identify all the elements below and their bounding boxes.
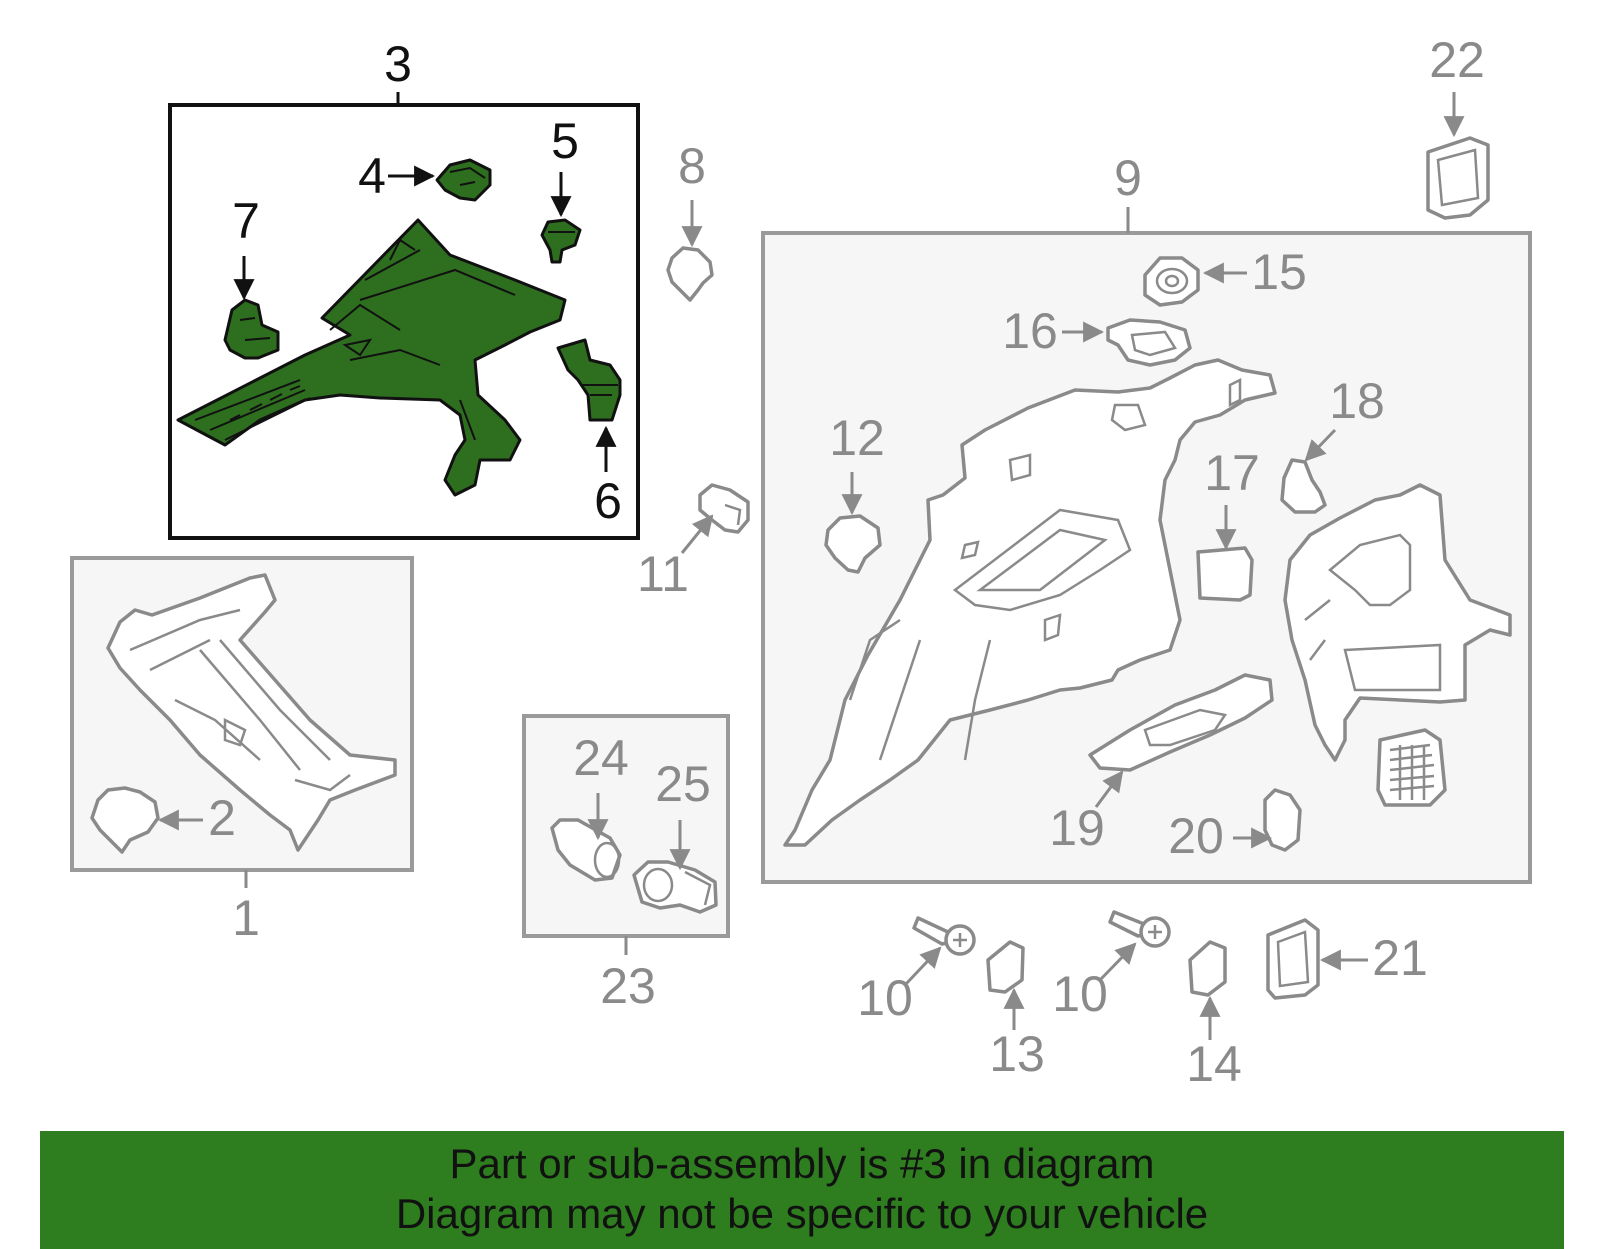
callout-22: 22 <box>1429 32 1485 88</box>
part-6-bracket[interactable] <box>556 338 622 422</box>
part-16-bracket[interactable] <box>1106 318 1192 367</box>
part-22-cover[interactable] <box>1426 136 1490 220</box>
part-17-cover[interactable] <box>1196 546 1254 602</box>
callout-23: 23 <box>600 958 656 1014</box>
callout-24: 24 <box>573 730 629 786</box>
assembly-23-group[interactable]: 24 25 23 <box>522 714 730 1014</box>
part-21-cover[interactable] <box>1266 918 1320 1000</box>
callout-7: 7 <box>232 193 260 249</box>
part-4-clip[interactable] <box>435 158 492 202</box>
callout-5: 5 <box>551 113 579 169</box>
part-19-tray[interactable] <box>1088 673 1274 772</box>
part-12-grommet[interactable] <box>824 514 882 574</box>
callout-18: 18 <box>1329 373 1385 429</box>
callout-16: 16 <box>1002 303 1058 359</box>
part-18-clip[interactable] <box>1280 458 1327 514</box>
callout-8: 8 <box>678 138 706 194</box>
rear-wheelhouse-panel-highlighted[interactable] <box>176 218 567 497</box>
callout-19: 19 <box>1049 800 1105 856</box>
callout-20: 20 <box>1168 808 1224 864</box>
right-side-trim[interactable] <box>1283 483 1512 762</box>
part-10-screw-a[interactable] <box>912 916 976 956</box>
callout-1: 1 <box>232 890 260 946</box>
callout-12: 12 <box>829 410 885 466</box>
part-14-plug[interactable] <box>1188 940 1227 997</box>
callout-10-b: 10 <box>1052 966 1108 1022</box>
callout-11: 11 <box>637 546 689 602</box>
assembly-1-group[interactable]: 2 1 <box>70 556 414 946</box>
part-7-bracket[interactable] <box>223 298 280 360</box>
callout-13: 13 <box>989 1026 1045 1082</box>
part-11-retainer[interactable] <box>698 483 750 534</box>
callout-10-a: 10 <box>857 970 913 1026</box>
vent-grille[interactable] <box>1376 728 1447 807</box>
assembly-9-group[interactable]: 9 15 16 12 <box>761 150 1532 884</box>
part-10-screw-b[interactable] <box>1108 910 1171 948</box>
callout-25: 25 <box>655 756 711 812</box>
callout-3: 3 <box>384 36 412 92</box>
info-banner: Part or sub-assembly is #3 in diagram Di… <box>40 1131 1564 1249</box>
part-9-quarter-trim-panel[interactable] <box>783 358 1277 847</box>
callout-14: 14 <box>1186 1036 1242 1092</box>
part-2-grommet[interactable] <box>90 786 160 854</box>
assembly-3-group[interactable]: 3 4 5 7 <box>168 36 640 540</box>
banner-line-2: Diagram may not be specific to your vehi… <box>395 1190 1209 1237</box>
callout-17: 17 <box>1204 445 1260 501</box>
part-1-frame[interactable] <box>106 573 397 852</box>
callout-2: 2 <box>208 790 236 846</box>
part-8-clip[interactable] <box>666 246 714 302</box>
part-15-speaker[interactable] <box>1143 256 1200 307</box>
part-25-cap[interactable] <box>632 860 718 914</box>
part-5-push-pin[interactable] <box>540 218 582 264</box>
banner-line-1: Part or sub-assembly is #3 in diagram <box>449 1140 1155 1187</box>
part-20-clip[interactable] <box>1263 788 1302 852</box>
callout-4: 4 <box>358 148 386 204</box>
callout-9: 9 <box>1114 150 1142 206</box>
callout-15: 15 <box>1251 244 1307 300</box>
callout-6: 6 <box>594 473 622 529</box>
part-13-plug[interactable] <box>986 940 1025 994</box>
callout-21: 21 <box>1372 930 1428 986</box>
